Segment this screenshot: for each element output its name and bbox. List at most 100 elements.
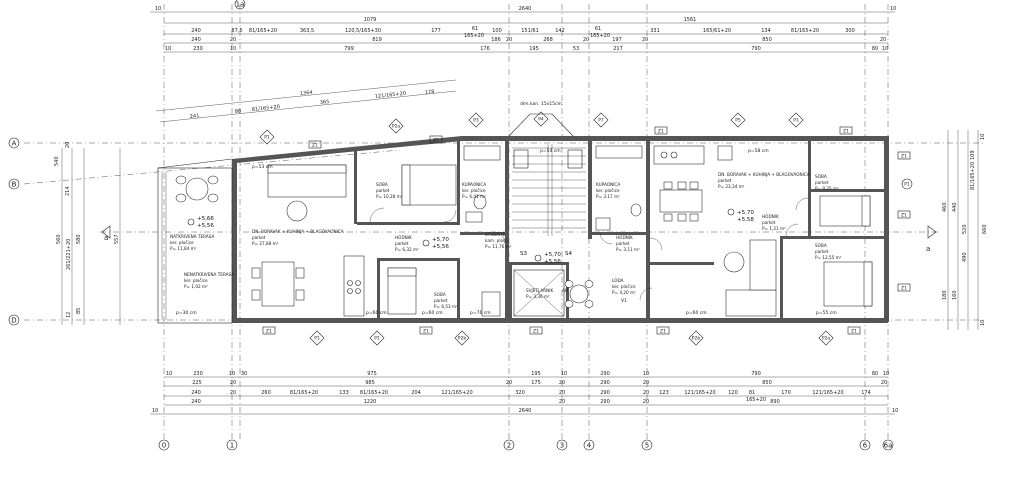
axis-label: 2 xyxy=(507,442,511,450)
svg-text:p=76 cm: p=76 cm xyxy=(470,310,491,316)
room-name: SVJETLARNIK xyxy=(526,288,554,293)
svg-text:P5: P5 xyxy=(735,118,741,124)
svg-text:1079: 1079 xyxy=(364,17,377,23)
slope-dimension: 1364 241 88 81/165+20 365 121/165+20 178 xyxy=(155,79,457,123)
svg-text:81/165+20: 81/165+20 xyxy=(360,390,388,396)
svg-text:53: 53 xyxy=(573,46,579,52)
svg-text:61: 61 xyxy=(595,26,601,32)
svg-text:20: 20 xyxy=(880,37,886,43)
interior-walls xyxy=(354,139,886,323)
svg-text:363,5: 363,5 xyxy=(300,28,314,34)
svg-text:87,5: 87,5 xyxy=(231,28,242,34)
svg-text:320: 320 xyxy=(515,390,525,396)
svg-text:165+20: 165+20 xyxy=(746,397,766,403)
svg-text:240: 240 xyxy=(191,37,201,43)
svg-text:10: 10 xyxy=(561,371,567,377)
svg-text:180: 180 xyxy=(942,290,948,300)
svg-text:134: 134 xyxy=(761,28,771,34)
axis-label: 5 xyxy=(645,442,649,450)
axis-label: 4 xyxy=(587,442,592,450)
svg-text:20: 20 xyxy=(881,380,887,386)
svg-text:819: 819 xyxy=(372,37,382,43)
svg-text:10: 10 xyxy=(166,371,172,377)
section-mark-right: a xyxy=(926,245,930,253)
svg-text:P1: P1 xyxy=(374,336,380,342)
room-labels: NATKRIVENA TERASA ker. pločice P= 11,84 … xyxy=(170,172,842,309)
svg-text:10: 10 xyxy=(152,408,158,414)
svg-text:Z1: Z1 xyxy=(660,329,666,335)
svg-text:290: 290 xyxy=(600,390,610,396)
svg-text:Z1: Z1 xyxy=(901,154,907,160)
svg-text:P= 6,53 m²: P= 6,53 m² xyxy=(434,304,458,309)
svg-text:ker. pločice: ker. pločice xyxy=(612,284,636,289)
svg-text:195: 195 xyxy=(531,371,541,377)
svg-text:790: 790 xyxy=(751,46,761,52)
svg-text:P= 12,55 m²: P= 12,55 m² xyxy=(815,255,842,260)
svg-text:290: 290 xyxy=(600,380,610,386)
svg-text:Z1: Z1 xyxy=(901,286,907,292)
svg-text:p=54 cm: p=54 cm xyxy=(540,148,561,154)
furniture-left xyxy=(175,145,501,317)
axis-bubbles-bottom: 0 1 2 3 4 5 6 6a xyxy=(158,439,894,451)
lightwell xyxy=(513,269,565,317)
svg-text:1364: 1364 xyxy=(300,90,313,97)
svg-text:P4: P4 xyxy=(538,117,544,123)
svg-text:81/165+20: 81/165+20 xyxy=(290,390,318,396)
svg-text:197: 197 xyxy=(612,37,622,43)
svg-text:20: 20 xyxy=(65,142,71,148)
svg-text:parket: parket xyxy=(252,235,266,240)
svg-text:80: 80 xyxy=(872,371,878,377)
svg-text:P= 23,34 m²: P= 23,34 m² xyxy=(718,184,745,189)
svg-text:151/61: 151/61 xyxy=(521,28,539,34)
svg-text:20: 20 xyxy=(583,37,589,43)
svg-text:Z1: Z1 xyxy=(423,329,429,335)
svg-text:81/165+20: 81/165+20 xyxy=(791,28,819,34)
svg-text:175: 175 xyxy=(531,380,541,386)
svg-text:10: 10 xyxy=(980,320,986,326)
svg-text:121/165+20: 121/165+20 xyxy=(684,390,715,396)
grid-lines xyxy=(23,4,985,440)
svg-text:+5,56: +5,56 xyxy=(197,223,214,229)
svg-text:20: 20 xyxy=(230,37,236,43)
room-name: KUPAONICA xyxy=(462,182,486,187)
svg-text:p=60 cm: p=60 cm xyxy=(366,310,387,316)
svg-text:Z1: Z1 xyxy=(533,329,539,335)
bay-projection: dim.kan. 15x15cm xyxy=(508,101,574,137)
svg-text:P= 1,21 m²: P= 1,21 m² xyxy=(762,226,786,231)
svg-text:P1: P1 xyxy=(793,118,799,124)
svg-text:240: 240 xyxy=(191,28,201,34)
svg-text:+5,58: +5,58 xyxy=(737,217,754,223)
top-dimension-lines xyxy=(150,11,895,53)
svg-text:178: 178 xyxy=(425,89,435,96)
furniture-right xyxy=(564,145,873,317)
svg-text:P= 9,35 m²: P= 9,35 m² xyxy=(815,186,839,191)
level-marks: +5,66 +5,56 +5,70 +5,56 +5,70 +5,56 +5,7… xyxy=(187,208,754,265)
room-name: LOĐA xyxy=(612,278,624,283)
svg-text:890: 890 xyxy=(770,399,780,405)
svg-text:170: 170 xyxy=(781,390,791,396)
stair-mark-s3: S3 xyxy=(520,251,527,257)
svg-text:parket: parket xyxy=(434,298,448,303)
svg-text:975: 975 xyxy=(367,371,377,377)
svg-text:20: 20 xyxy=(506,380,512,386)
svg-text:ker. pločice: ker. pločice xyxy=(170,240,194,245)
svg-text:560: 560 xyxy=(56,234,62,244)
top-dimension-labels: 10 2640 10 1079 1561 240 87,5 81/165+20 … xyxy=(155,6,896,52)
axis-label: 1 xyxy=(230,442,234,450)
svg-text:P= 11,84 m²: P= 11,84 m² xyxy=(170,246,197,251)
svg-text:300: 300 xyxy=(845,28,855,34)
room-name: SOBA xyxy=(815,243,827,248)
svg-text:790: 790 xyxy=(751,371,761,377)
svg-text:p=55 cm: p=55 cm xyxy=(816,310,837,316)
svg-text:P= 10,28 m²: P= 10,28 m² xyxy=(376,194,403,199)
svg-text:121/165+20: 121/165+20 xyxy=(812,390,843,396)
svg-text:P1: P1 xyxy=(314,336,320,342)
room-name: NENATKRIVENA TERASA xyxy=(184,272,234,277)
svg-text:174: 174 xyxy=(861,390,871,396)
axis-label: D xyxy=(11,317,16,325)
svg-text:195: 195 xyxy=(529,46,539,52)
svg-text:ker. pločice: ker. pločice xyxy=(184,278,208,283)
svg-text:268: 268 xyxy=(543,37,553,43)
svg-text:P2a: P2a xyxy=(822,336,831,342)
svg-text:165+20: 165+20 xyxy=(464,33,484,39)
